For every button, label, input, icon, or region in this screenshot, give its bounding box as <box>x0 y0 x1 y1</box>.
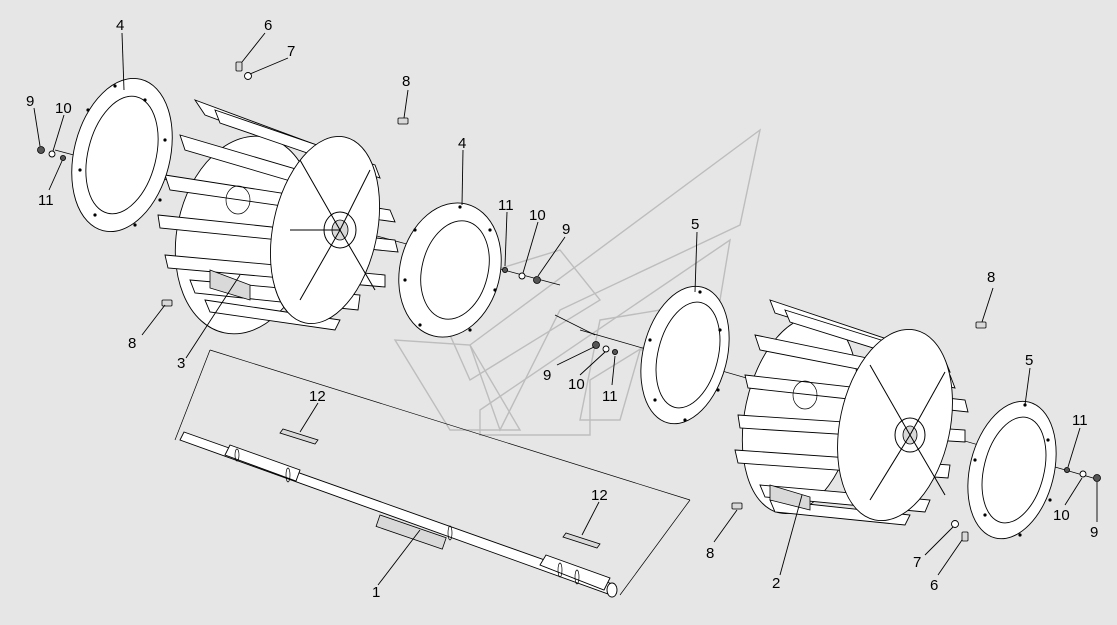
callout-11-middle-lower: 11 <box>602 388 618 405</box>
impeller-part-3 <box>157 99 399 335</box>
spring-washer-part-11-d <box>1064 466 1071 473</box>
callout-3: 3 <box>177 355 185 372</box>
screw-part-6-upper <box>235 61 243 72</box>
callout-4-middle: 4 <box>458 135 466 152</box>
callout-9-middle-lower: 9 <box>543 367 551 384</box>
callout-11-middle-upper: 11 <box>498 197 514 214</box>
bolt-part-8-d <box>731 502 743 510</box>
callout-4-left: 4 <box>116 17 124 34</box>
callout-leader-lines <box>33 32 1098 586</box>
callout-9-right: 9 <box>1090 524 1098 541</box>
callout-9-middle-upper: 9 <box>562 221 570 238</box>
callout-8-upper: 8 <box>402 73 410 90</box>
callout-10-right: 10 <box>1053 507 1070 524</box>
spring-washer-part-11-a <box>60 154 67 161</box>
impeller-part-2 <box>734 299 969 526</box>
callout-7-lower: 7 <box>913 554 921 571</box>
callout-10-middle-upper: 10 <box>529 207 546 224</box>
nut-part-9-b <box>533 276 541 284</box>
spring-washer-part-11-b <box>501 266 508 273</box>
callout-10-left: 10 <box>55 100 72 117</box>
bolt-part-8-a <box>397 117 409 125</box>
flange-part-5-right <box>967 400 1057 540</box>
nut-part-9-a <box>37 146 45 154</box>
washer-part-7-upper <box>244 72 252 80</box>
callout-12-upper: 12 <box>309 388 326 405</box>
washer-part-10-d <box>1079 470 1087 478</box>
washer-part-7-lower <box>951 520 959 528</box>
callout-5-right: 5 <box>1025 352 1033 369</box>
callout-7-upper: 7 <box>287 43 295 60</box>
screw-part-6-lower <box>961 531 969 542</box>
nut-part-9-c <box>592 341 600 349</box>
callout-5-middle: 5 <box>691 216 699 233</box>
callout-1: 1 <box>372 584 380 601</box>
callout-10-middle-lower: 10 <box>568 376 585 393</box>
washer-part-10-a <box>48 150 56 158</box>
washer-part-10-c <box>602 345 610 353</box>
callout-6-upper: 6 <box>264 17 272 34</box>
shaft-part-1 <box>179 431 618 598</box>
callout-11-left: 11 <box>38 192 54 209</box>
nut-part-9-d <box>1093 474 1101 482</box>
flange-part-5-middle <box>640 285 730 425</box>
callout-2: 2 <box>772 575 780 592</box>
bolt-part-8-c <box>975 321 987 329</box>
bolt-part-8-b <box>161 299 173 307</box>
callout-12-lower: 12 <box>591 487 608 504</box>
callout-8-right: 8 <box>987 269 995 286</box>
callout-numbers: 1 2 3 4 4 5 5 6 6 7 7 8 8 8 8 9 9 9 9 10… <box>26 17 1098 601</box>
hardware-fasteners <box>37 61 1101 542</box>
callout-11-right: 11 <box>1072 412 1088 429</box>
flange-part-4-left <box>71 77 173 233</box>
spring-washer-part-11-c <box>612 348 619 355</box>
callout-8-left: 8 <box>128 335 136 352</box>
flange-part-4-middle <box>398 202 502 338</box>
watermark-logo <box>393 128 762 436</box>
key-part-12-upper <box>279 428 319 445</box>
callout-6-lower: 6 <box>930 577 938 594</box>
callout-9-left: 9 <box>26 93 34 110</box>
callout-8-lower: 8 <box>706 545 714 562</box>
washer-part-10-b <box>518 272 526 280</box>
key-part-12-lower <box>562 532 601 549</box>
